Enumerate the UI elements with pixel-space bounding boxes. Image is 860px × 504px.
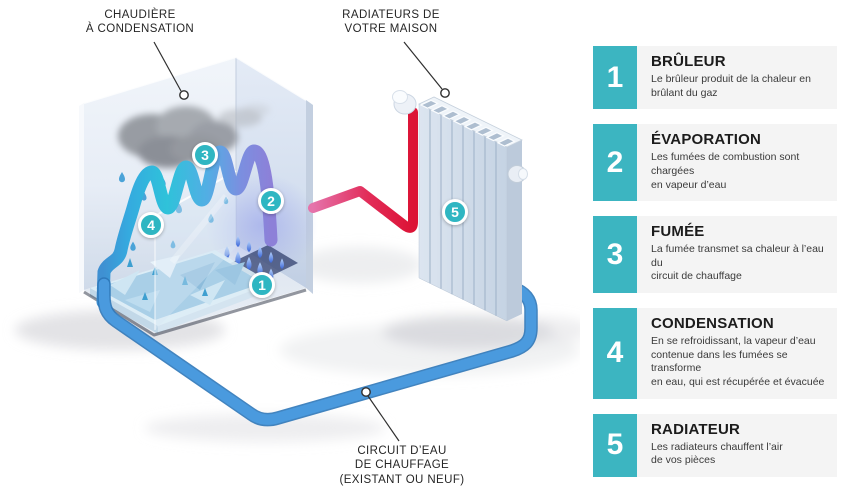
- legend-item-title: CONDENSATION: [651, 315, 774, 333]
- circuit-pointer-dot: [361, 387, 371, 397]
- legend-item-description: Le brûleur produit de la chaleur en brûl…: [651, 73, 811, 99]
- legend-item-body: FUMÉE La fumée transmet sa chaleur à l’e…: [637, 216, 837, 294]
- legend-item-body: BRÛLEUR Le brûleur produit de la chaleur…: [637, 46, 837, 110]
- legend-item-description: La fumée transmet sa chaleur à l’eau du …: [651, 243, 824, 283]
- legend-item-fumee: 3 FUMÉE La fumée transmet sa chaleur à l…: [593, 216, 837, 294]
- boiler-room: [79, 56, 318, 337]
- legend-item-body: RADIATEUR Les radiateurs chauffent l’air…: [637, 413, 837, 477]
- legend-item-description: Les fumées de combustion sont chargées e…: [651, 151, 800, 191]
- legend-item-title: RADIATEUR: [651, 420, 741, 438]
- radiator-top-slots: [419, 99, 516, 147]
- legend-number-badge: 1: [593, 46, 637, 110]
- legend-number-badge: 3: [593, 216, 637, 294]
- label-water-circuit: CIRCUIT D’EAU DE CHAUFFAGE (EXISTANT OU …: [339, 445, 465, 486]
- legend-item-condensation: 4 CONDENSATION En se refroidissant, la v…: [593, 308, 837, 399]
- legend-number-badge: 2: [593, 124, 637, 202]
- legend-number-badge: 5: [593, 413, 637, 477]
- legend-item-title: ÉVAPORATION: [651, 131, 761, 149]
- boiler-pointer-dot: [179, 90, 189, 100]
- heat-exchanger-pipe: [96, 144, 278, 309]
- step-marker-5: 5: [442, 199, 468, 225]
- supply-pipe-hot: [308, 107, 418, 233]
- legend-item-radiateur: 5 RADIATEUR Les radiateurs chauffent l’a…: [593, 413, 837, 477]
- svg-text:1: 1: [258, 277, 266, 293]
- label-connectors: [153, 41, 450, 442]
- return-pipe-cold: [97, 277, 538, 427]
- legend-item-body: CONDENSATION En se refroidissant, la vap…: [637, 308, 837, 399]
- svg-text:2: 2: [267, 193, 275, 209]
- step-marker-3: 3: [192, 142, 218, 168]
- radiator-valve: [392, 90, 417, 115]
- svg-text:3: 3: [201, 147, 209, 163]
- burner-glow: [206, 173, 318, 277]
- svg-text:4: 4: [147, 217, 155, 233]
- legend-item-evaporation: 2 ÉVAPORATION Les fumées de combustion s…: [593, 124, 837, 202]
- legend-item-bruleur: 1 BRÛLEUR Le brûleur produit de la chale…: [593, 46, 837, 110]
- condensate-pool: [90, 250, 272, 334]
- legend-item-title: BRÛLEUR: [651, 53, 726, 70]
- radiator-side: [507, 140, 522, 321]
- radiator-knob: [507, 165, 528, 183]
- step-marker-2: 2: [258, 188, 284, 214]
- legend-item-description: Les radiateurs chauffent l’air de vos pi…: [651, 440, 783, 467]
- left-wall-edge: [79, 103, 84, 293]
- legend-item-title: FUMÉE: [651, 223, 705, 241]
- svg-text:5: 5: [451, 204, 459, 220]
- legend-item-body: ÉVAPORATION Les fumées de combustion son…: [637, 124, 837, 202]
- label-boiler: CHAUDIÈRE À CONDENSATION: [85, 9, 195, 36]
- label-radiators: RADIATEURS DE VOTRE MAISON: [342, 9, 440, 36]
- legend-item-description: En se refroidissant, la vapeur d’eau con…: [651, 335, 825, 389]
- boiler-illustration: 1 2 3 4 5: [15, 41, 580, 442]
- step-marker-4: 4: [138, 212, 164, 238]
- radiators-pointer-dot: [440, 88, 450, 98]
- legend-panel: 1 BRÛLEUR Le brûleur produit de la chale…: [593, 46, 837, 477]
- legend-number-badge: 4: [593, 308, 637, 399]
- step-marker-1: 1: [249, 272, 275, 298]
